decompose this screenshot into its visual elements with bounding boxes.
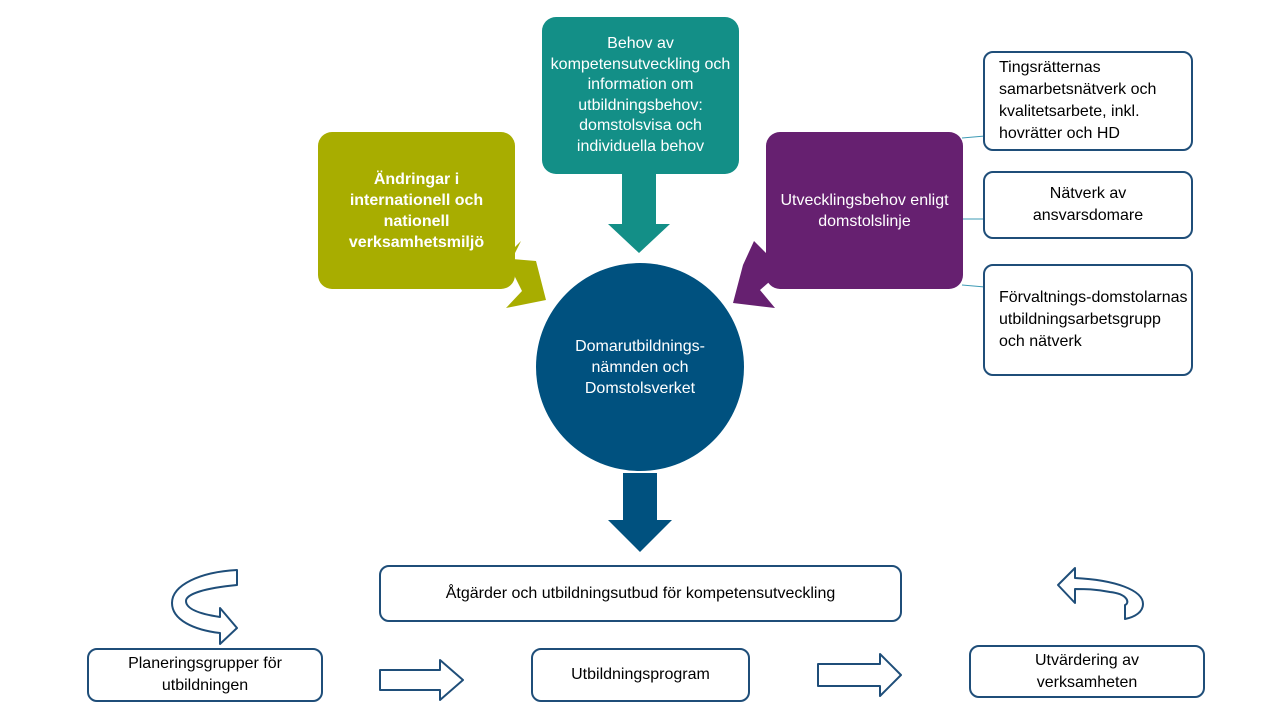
administrative-courts-note-text: Förvaltnings-domstolarnas utbildningsarb… bbox=[999, 289, 1188, 350]
right-arrow-2 bbox=[817, 653, 902, 697]
connector-line-bottom bbox=[961, 284, 986, 288]
connector-line-top bbox=[961, 135, 986, 139]
measures-label: Åtgärder och utbildningsutbud för kompet… bbox=[445, 584, 836, 602]
environment-changes-box: Ändringar i internationell och nationell… bbox=[318, 132, 515, 289]
district-courts-note-text: Tingsrätternas samarbetsnätverk och kval… bbox=[999, 59, 1157, 142]
planning-groups-box: Planeringsgrupper för utbildningen bbox=[87, 648, 323, 702]
competence-needs-label: Behov av kompetensutveckling och informa… bbox=[550, 35, 731, 155]
navy-down-arrow bbox=[608, 473, 672, 552]
planning-groups-label: Planeringsgrupper för utbildningen bbox=[128, 655, 282, 694]
competence-needs-box: Behov av kompetensutveckling och informa… bbox=[542, 17, 739, 174]
district-courts-note: Tingsrätternas samarbetsnätverk och kval… bbox=[983, 51, 1193, 151]
olive-diagonal-arrow bbox=[505, 241, 546, 308]
evaluation-label: Utvärdering av verksamheten bbox=[1034, 651, 1140, 691]
left-cycle-arrow bbox=[171, 569, 238, 645]
program-box: Utbildningsprogram bbox=[531, 648, 750, 702]
court-line-needs-label: Utvecklingsbehov enligt domstolslinje bbox=[780, 191, 949, 230]
evaluation-box: Utvärdering av verksamheten bbox=[969, 645, 1205, 698]
center-label-box: Domarutbildnings-nämnden och Domstolsver… bbox=[552, 322, 728, 412]
administrative-courts-note: Förvaltnings-domstolarnas utbildningsarb… bbox=[983, 264, 1193, 376]
responsible-judges-note-text: Nätverk av ansvarsdomare bbox=[1032, 185, 1144, 224]
right-cycle-arrow bbox=[1057, 567, 1144, 620]
right-arrow-1 bbox=[379, 659, 464, 701]
court-line-needs-box: Utvecklingsbehov enligt domstolslinje bbox=[766, 132, 963, 289]
program-label: Utbildningsprogram bbox=[571, 666, 710, 683]
teal-down-arrow bbox=[608, 174, 670, 253]
environment-changes-label: Ändringar i internationell och nationell… bbox=[348, 170, 485, 251]
center-circle bbox=[536, 263, 744, 471]
measures-box: Åtgärder och utbildningsutbud för kompet… bbox=[379, 565, 902, 622]
purple-diagonal-arrow bbox=[733, 241, 776, 308]
center-label: Domarutbildnings-nämnden och Domstolsver… bbox=[575, 337, 705, 397]
responsible-judges-note: Nätverk av ansvarsdomare bbox=[983, 171, 1193, 239]
